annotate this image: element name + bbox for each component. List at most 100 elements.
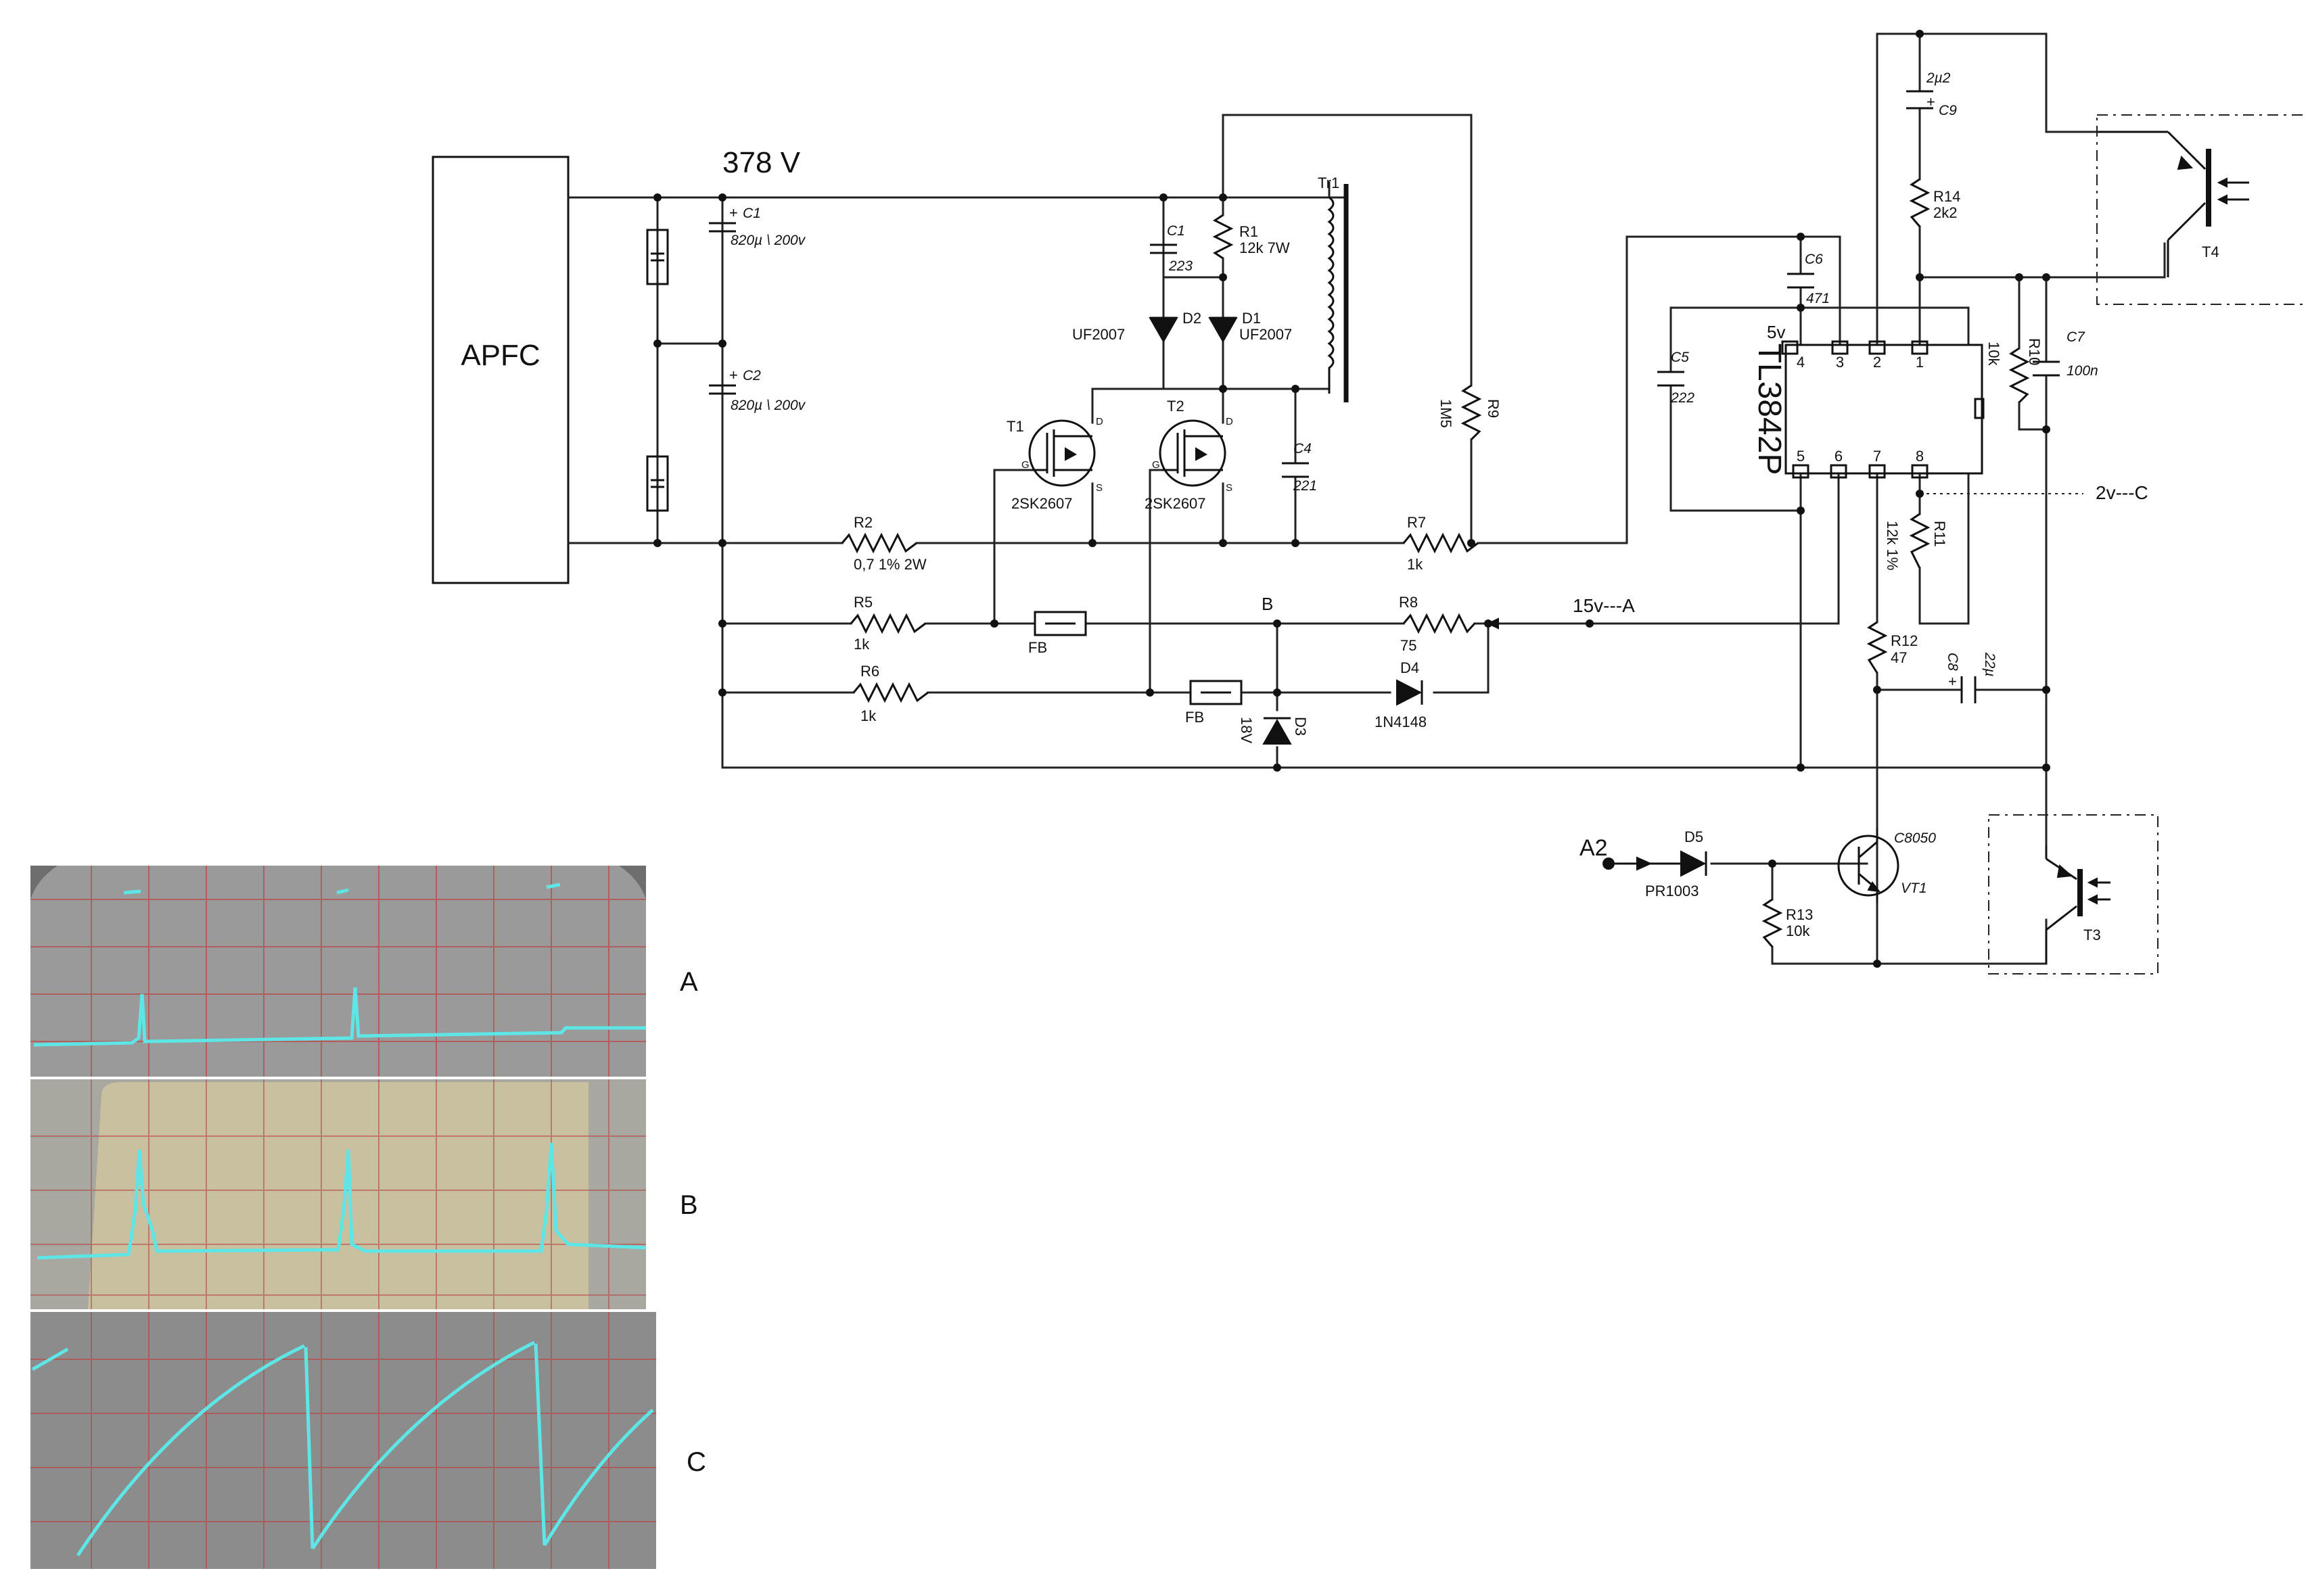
svg-text:R2: R2 [854,514,873,531]
svg-text:S: S [1096,482,1103,494]
svg-text:47: 47 [1891,649,1907,666]
svg-text:R1: R1 [1239,223,1258,240]
svg-text:C5: C5 [1671,350,1689,365]
scope-label-a: A [680,967,698,997]
resistor-r14: R14 2k2 [1909,178,1960,227]
svg-text:R8: R8 [1399,594,1418,611]
input-a2: A2 [1579,835,1657,871]
svg-text:PR1003: PR1003 [1645,883,1699,899]
svg-text:A2: A2 [1579,835,1608,861]
ferrite-bead-1: FB [1028,611,1087,656]
input-cap-box-top [646,229,669,285]
svg-text:1k: 1k [854,636,870,653]
svg-text:D: D [1096,416,1103,427]
capacitor-c4: C4 221 [1282,441,1317,494]
svg-text:T4: T4 [2202,243,2219,260]
svg-text:R11: R11 [1931,521,1948,547]
capacitor-c6: C6 471 [1787,252,1830,306]
svg-text:471: 471 [1806,291,1830,306]
svg-text:R9: R9 [1485,399,1502,418]
transistor-vt1: C8050 VT1 [1837,828,1936,903]
scope-panel-a [30,866,646,1077]
resistor-r12: R12 47 [1866,621,1918,674]
diode-d5: D5 PR1003 [1645,828,1707,899]
capacitor-c5: C5 222 [1657,350,1694,406]
resistor-r10: R10 10k [1985,338,2043,404]
capacitor-c1-bulk: + C1 820µ \ 200v [709,204,806,248]
svg-text:5: 5 [1797,448,1805,465]
svg-text:1k: 1k [1407,556,1423,573]
bus-voltage-label: 378 V [722,146,801,179]
svg-text:2k2: 2k2 [1933,204,1957,221]
svg-text:S: S [1226,482,1232,494]
svg-text:C8: C8 [1945,653,1960,671]
resistor-r13: R13 10k [1761,898,1813,947]
svg-text:G: G [1021,459,1030,471]
svg-text:820µ \ 200v: 820µ \ 200v [731,398,806,413]
svg-text:221: 221 [1293,478,1317,494]
svg-text:22µ: 22µ [1982,652,1998,676]
resistor-r1: R1 12k 7W [1212,214,1290,260]
svg-text:T2: T2 [1167,398,1184,415]
svg-text:1M5: 1M5 [1437,399,1454,428]
svg-text:3: 3 [1836,354,1844,371]
zener-d3: D3 18V [1238,717,1309,745]
svg-text:2: 2 [1873,354,1881,371]
scope-panel-b [30,1079,647,1309]
svg-text:R13: R13 [1786,906,1813,923]
svg-text:D3: D3 [1292,717,1309,736]
svg-text:0,7 1% 2W: 0,7 1% 2W [854,556,927,573]
resistor-r6: R6 1k [852,663,929,724]
capacitor-c1-snubber: C1 223 [1150,223,1193,274]
svg-text:C1: C1 [1167,223,1185,239]
svg-text:C4: C4 [1293,441,1312,456]
svg-text:1k: 1k [860,707,877,724]
svg-text:+: + [1926,93,1935,110]
scope-panel-c [30,1312,656,1569]
svg-text:T1: T1 [1007,418,1024,435]
svg-text:R6: R6 [860,663,879,680]
optocoupler-t4: T4 [2096,114,2308,305]
svg-text:D5: D5 [1684,828,1703,845]
svg-text:2SK2607: 2SK2607 [1145,495,1206,512]
resistor-r7: R7 1k [1402,514,1479,573]
wires [567,32,2166,965]
ic-tl3842p: 4 3 2 1 5 6 7 8 5v TL3842P [1751,322,1985,479]
apfc-block [432,156,570,584]
svg-text:1: 1 [1916,354,1924,371]
node-c-label: 2v---C [2096,482,2148,503]
transformer-tr1: Tr1 [1318,174,1349,402]
input-cap-box-bottom [646,455,669,512]
svg-text:D1: D1 [1242,310,1261,327]
svg-text:+: + [729,367,738,383]
svg-text:223: 223 [1168,258,1193,274]
diode-d4: D4 1N4148 [1375,659,1427,730]
resistor-r11: R11 12k 1% [1884,513,1948,570]
svg-text:10k: 10k [1985,342,2002,366]
capacitor-c9: 2µ2 + C9 [1906,70,1957,118]
svg-text:FB: FB [1185,709,1204,726]
scope-label-c: C [687,1447,706,1477]
svg-text:+: + [729,204,738,221]
svg-text:2SK2607: 2SK2607 [1011,495,1073,512]
capacitor-c2-bulk: + C2 820µ \ 200v [709,367,806,413]
resistor-r5: R5 1k [850,594,926,653]
optocoupler-t3: T3 [1988,814,2159,975]
svg-text:10k: 10k [1786,922,1810,939]
svg-text:4: 4 [1797,354,1805,371]
resistor-r9: R9 1M5 [1437,384,1502,441]
svg-text:FB: FB [1028,639,1047,656]
svg-text:100n: 100n [2067,363,2098,379]
resistor-r8: R8 75 [1399,594,1499,654]
ic-name-label: TL3842P [1751,344,1787,475]
svg-text:D4: D4 [1400,659,1419,676]
svg-text:222: 222 [1670,390,1694,406]
scope-label-b: B [680,1190,698,1220]
svg-text:VT1: VT1 [1901,881,1927,896]
svg-text:6: 6 [1834,448,1843,465]
resistor-r2: R2 0,7 1% 2W [841,514,927,573]
svg-text:1N4148: 1N4148 [1375,713,1427,730]
svg-text:R14: R14 [1933,188,1960,205]
svg-text:+: + [1948,673,1957,690]
